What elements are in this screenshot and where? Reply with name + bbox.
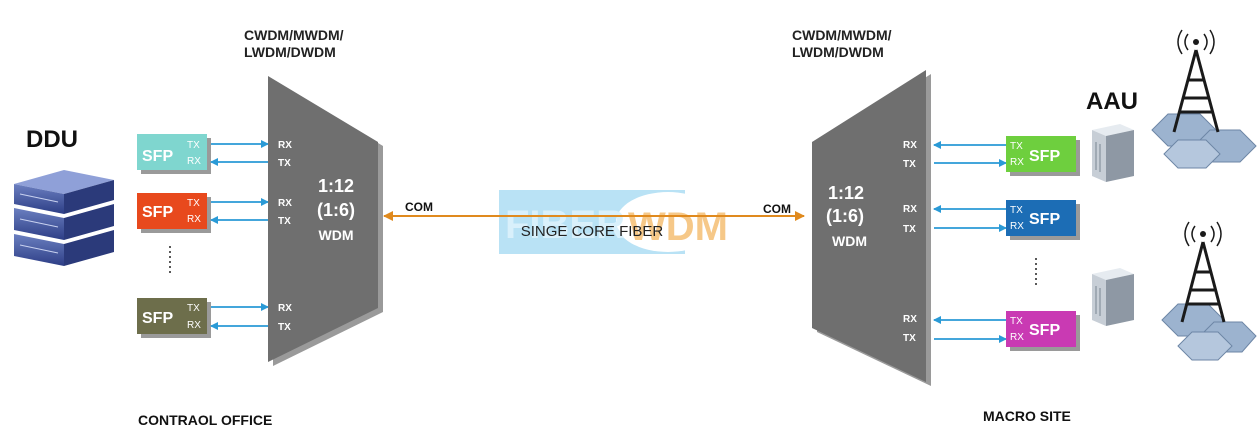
right-sfp-3-rx: RX — [1010, 332, 1024, 343]
left-sfp-1-label: SFP — [142, 148, 173, 165]
right-com-label: COM — [763, 202, 791, 216]
left-mux: RX TX RX TX RX TX 1:12 (1:6) WDM — [268, 76, 383, 366]
left-sfp-2-rx: RX — [187, 214, 201, 225]
left-sfp-3-tx: TX — [187, 303, 200, 314]
left-port-3-tx: TX — [278, 322, 291, 333]
right-mux-name: WDM — [832, 233, 867, 249]
right-port-1-rx: RX — [903, 140, 917, 151]
right-sfp-2-rx: RX — [1010, 221, 1024, 232]
cell-tower-icon-1 — [1151, 29, 1257, 169]
left-port-arrows — [210, 140, 269, 330]
right-mux-ratio-alt: (1:6) — [826, 206, 864, 226]
ddu-label: DDU — [26, 126, 78, 153]
left-com-label: COM — [405, 200, 433, 214]
left-port-1-rx: RX — [278, 140, 292, 151]
left-sfp-1-rx: RX — [187, 156, 201, 167]
macro-site-label: MACRO SITE — [983, 408, 1071, 424]
cell-tower-icon-2 — [1161, 221, 1257, 361]
left-wdm-type-line2: LWDM/DWDM — [244, 44, 336, 60]
right-sfp-2: TX RX SFP — [1006, 200, 1080, 240]
left-sfp-3-rx: RX — [187, 320, 201, 331]
right-wdm-type-line1: CWDM/MWDM/ — [792, 27, 892, 43]
aau-unit-icon-1 — [1092, 124, 1134, 182]
fiber-wdm-logo: FIBER WDM — [499, 190, 728, 254]
right-sfp-2-tx: TX — [1010, 205, 1023, 216]
right-sfp-1-rx: RX — [1010, 157, 1024, 168]
fiber-label: SINGE CORE FIBER — [521, 223, 664, 240]
right-sfp-1: TX RX SFP — [1006, 136, 1080, 176]
right-port-2-rx: RX — [903, 204, 917, 215]
ddu-server-icon — [14, 170, 114, 266]
left-wdm-type-line1: CWDM/MWDM/ — [244, 27, 344, 43]
left-port-2-rx: RX — [278, 198, 292, 209]
right-mux: 1:12 (1:6) WDM RX TX RX TX RX TX — [812, 70, 931, 386]
right-port-arrows — [933, 141, 1007, 343]
left-sfp-1: SFP TX RX — [137, 134, 211, 174]
left-mux-ratio-alt: (1:6) — [317, 200, 355, 220]
left-port-3-rx: RX — [278, 303, 292, 314]
left-mux-ratio: 1:12 — [318, 176, 354, 196]
right-port-3-tx: TX — [903, 333, 916, 344]
left-sfp-3: SFP TX RX — [137, 298, 211, 338]
left-sfp-2-label: SFP — [142, 204, 173, 221]
right-sfp-3: TX RX SFP — [1006, 311, 1080, 351]
right-sfp-1-label: SFP — [1029, 148, 1060, 165]
right-port-3-rx: RX — [903, 314, 917, 325]
right-mux-ratio: 1:12 — [828, 183, 864, 203]
left-sfp-2-tx: TX — [187, 198, 200, 209]
right-sfp-3-tx: TX — [1010, 316, 1023, 327]
right-sfp-2-label: SFP — [1029, 211, 1060, 228]
left-sfp-3-label: SFP — [142, 310, 173, 327]
contraol-office-label: CONTRAOL OFFICE — [138, 412, 272, 428]
aau-label: AAU — [1086, 88, 1138, 115]
left-sfp-1-tx: TX — [187, 140, 200, 151]
left-mux-name: WDM — [319, 227, 354, 243]
right-sfp-1-tx: TX — [1010, 141, 1023, 152]
left-port-2-tx: TX — [278, 216, 291, 227]
right-sfp-3-label: SFP — [1029, 322, 1060, 339]
right-port-2-tx: TX — [903, 224, 916, 235]
right-port-1-tx: TX — [903, 159, 916, 170]
right-wdm-type-line2: LWDM/DWDM — [792, 44, 884, 60]
left-sfp-2: SFP TX RX — [137, 193, 211, 233]
aau-unit-icon-2 — [1092, 268, 1134, 326]
left-port-1-tx: TX — [278, 158, 291, 169]
logo-word-fiber: FIBER — [505, 203, 625, 247]
